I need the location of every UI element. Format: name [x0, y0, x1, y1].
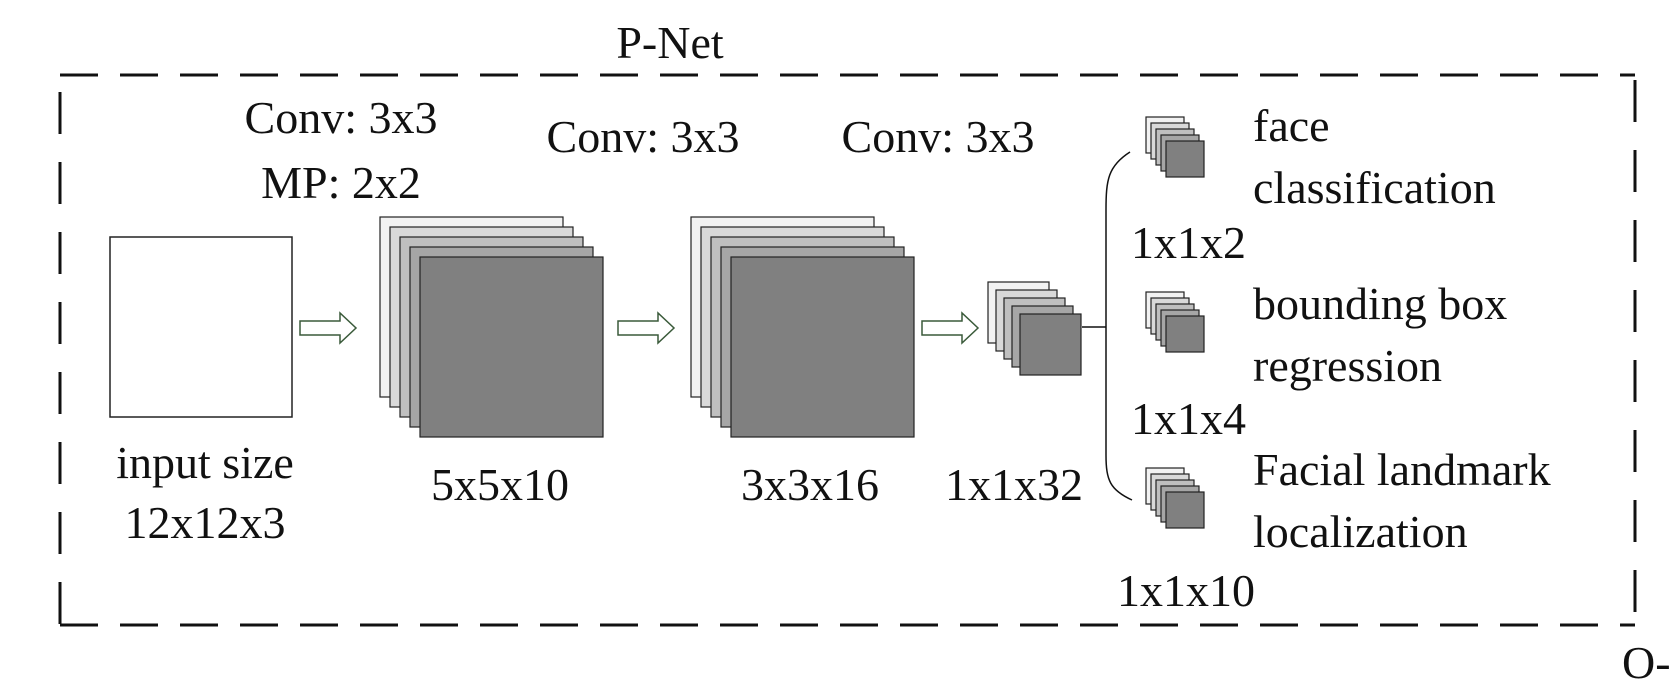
stack-layer — [730, 256, 915, 438]
stack-layer — [1165, 140, 1205, 178]
stack-layer — [1165, 491, 1205, 529]
output-stack-landmark-localization — [1145, 467, 1205, 529]
feature-map-stack-5x5x10 — [379, 216, 604, 438]
feature-map-stack-1x1x32 — [987, 281, 1082, 376]
arrow-right-icon — [921, 311, 980, 345]
input-dims-label: 12x12x3 — [124, 497, 286, 548]
pnet-dashed-frame — [58, 73, 1637, 627]
op2-conv-label: Conv: 3x3 — [546, 111, 740, 162]
arrow-right-icon — [299, 311, 358, 345]
output1-size-label: 1x1x2 — [1131, 217, 1246, 268]
output-brace — [1105, 151, 1133, 501]
cropped-next-net-label: O- — [1622, 637, 1671, 688]
arrows — [299, 311, 980, 345]
output3-size-label: 1x1x10 — [1117, 565, 1255, 616]
input-size-label: input size — [116, 437, 294, 488]
output3-label-line1: Facial landmark — [1253, 444, 1551, 495]
output2-size-label: 1x1x4 — [1131, 393, 1246, 444]
layer3-size-label: 1x1x32 — [945, 459, 1083, 510]
output3-label-line2: localization — [1253, 506, 1468, 557]
op3-conv-label: Conv: 3x3 — [841, 111, 1035, 162]
feature-map-stack-3x3x16 — [690, 216, 915, 438]
output-stack-face-classification — [1145, 116, 1205, 178]
layer2-size-label: 3x3x16 — [741, 459, 879, 510]
stack-layer — [1019, 313, 1082, 376]
output1-label-line2: classification — [1253, 162, 1496, 213]
output-stack-bbox-regression — [1145, 291, 1205, 353]
input-square — [109, 236, 293, 418]
layer1-size-label: 5x5x10 — [431, 459, 569, 510]
op1-conv-label: Conv: 3x3 — [244, 92, 438, 143]
output1-label-line1: face — [1253, 100, 1330, 151]
output2-label-line2: regression — [1253, 340, 1443, 391]
output2-label-line1: bounding box — [1253, 278, 1508, 329]
op1-maxpool-label: MP: 2x2 — [261, 157, 421, 208]
arrow-right-icon — [617, 311, 676, 345]
stack-layer — [1165, 315, 1205, 353]
diagram-title: P-Net — [608, 20, 732, 66]
stack-layer — [419, 256, 604, 438]
